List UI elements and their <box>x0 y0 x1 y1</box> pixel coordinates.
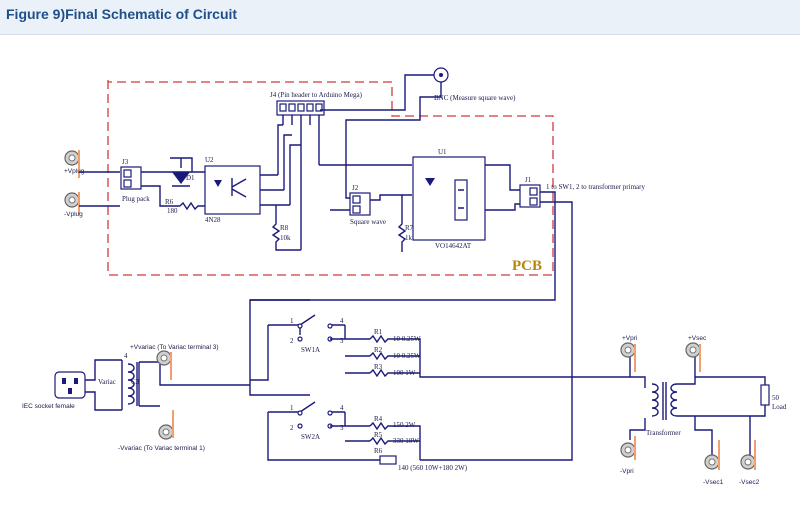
vsec1-pad <box>704 440 720 470</box>
r6b-resistor <box>379 455 397 465</box>
j1-note: 1 to SW1, 2 to transformer primary <box>546 183 645 191</box>
load-resistor <box>760 384 770 406</box>
variac-transformer <box>121 360 140 410</box>
d1-diode <box>172 172 190 184</box>
r2-value: 10 0.25W <box>393 352 421 360</box>
u1-label: U1 <box>438 148 447 156</box>
iec-socket <box>54 371 86 399</box>
r8-value: 10k <box>280 234 291 242</box>
u2-label: U2 <box>205 156 214 164</box>
transformer-label: Transformer <box>646 429 681 437</box>
pcb-label: PCB <box>512 258 542 274</box>
vplug-pos-pad <box>64 150 80 178</box>
u2-part: 4N28 <box>205 216 221 224</box>
vsec1-label: -Vsec1 <box>703 479 724 486</box>
u1-relay <box>412 156 486 241</box>
figure-header: Figure 9)Final Schematic of Circuit <box>0 0 800 35</box>
r5-value: 330 10W <box>393 437 419 445</box>
bnc-label: BNC (Measure square wave) <box>434 94 516 102</box>
vsec-pos-label: +Vsec <box>688 335 707 342</box>
r6b-value: 140 (560 10W+180 2W) <box>398 464 468 472</box>
figure-title: Figure 9)Final Schematic of Circuit <box>6 6 238 22</box>
vsec2-pad <box>740 440 756 470</box>
j2-label: J2 <box>352 184 359 192</box>
u2-optocoupler <box>204 165 261 215</box>
r3-resistor <box>369 368 420 378</box>
r1-value: 10 0.25W <box>393 335 421 343</box>
sw1a-pin1: 1 <box>290 317 294 325</box>
j3-connector <box>120 166 142 190</box>
vplug-pos-label: +Vplug <box>64 168 85 175</box>
sw2a-pin3: 3 <box>340 424 344 432</box>
vplug-neg-pad <box>64 192 80 214</box>
j2-connector <box>349 192 371 216</box>
sw1a-switch <box>250 299 345 342</box>
sw2a-pin1: 1 <box>290 404 294 412</box>
r1-resistor <box>369 334 421 373</box>
square-wave-label: Square wave <box>350 218 386 226</box>
sw2a-switch <box>268 401 345 429</box>
load-label: Load <box>772 403 787 411</box>
r7-label: R7 <box>405 224 414 232</box>
r2-resistor <box>369 351 420 361</box>
load-value: 50 <box>772 394 780 402</box>
bnc-connector <box>433 67 449 83</box>
r7-value: 1k <box>405 234 413 242</box>
sw1a-pin3: 3 <box>340 337 344 345</box>
vvariac-neg-pad <box>158 410 174 440</box>
vsec-pos-pad <box>685 342 701 372</box>
vpri-pos-pad <box>620 342 636 372</box>
vpri-neg-label: -Vpri <box>620 468 634 475</box>
r3-value: 100 1W <box>393 369 416 377</box>
d1-label: D1 <box>186 174 195 182</box>
c3-label: C3 <box>131 378 140 386</box>
r8-label: R8 <box>280 224 289 232</box>
variac-label: Variac <box>98 378 116 386</box>
r2-label: R2 <box>374 346 383 354</box>
r7-resistor <box>397 195 407 252</box>
r6-label: R6 <box>165 198 174 206</box>
vplug-neg-label: -Vplug <box>64 211 83 218</box>
j4-pin-header <box>276 100 325 116</box>
j4-label: J4 (Pin header to Arduino Mega) <box>270 91 363 99</box>
vpri-neg-pad <box>620 436 636 460</box>
r6-value: 180 <box>167 207 178 215</box>
r1-label: R1 <box>374 328 383 336</box>
r4-label: R4 <box>374 415 383 423</box>
vvariac-neg-label: -Vvariac (To Variac terminal 1) <box>118 445 205 452</box>
sw1a-pin4: 4 <box>340 317 344 325</box>
j1-connector <box>519 184 541 208</box>
sw2a-pin4: 4 <box>340 404 344 412</box>
j1-label: J1 <box>525 176 532 184</box>
r3-label: R3 <box>374 363 383 371</box>
sw2a-pin2: 2 <box>290 424 294 432</box>
vvariac-pos-pad <box>156 350 172 380</box>
vvariac-pos-label: +Vvariac (To Variac terminal 3) <box>130 344 219 351</box>
u1-part: VO14642AT <box>435 242 472 250</box>
r8-resistor <box>271 220 301 251</box>
variac-pin4: 4 <box>124 352 128 360</box>
sw1a-label: SW1A <box>301 346 320 354</box>
j3-label: J3 <box>122 158 129 166</box>
r5-resistor <box>369 436 420 446</box>
plug-pack-label: Plug pack <box>122 195 150 203</box>
pcb-boundary <box>107 80 554 276</box>
sw2a-label: SW2A <box>301 433 320 441</box>
r6-resistor <box>179 201 204 211</box>
r6b-label: R6 <box>374 447 383 455</box>
vsec2-label: -Vsec2 <box>739 479 760 486</box>
r4-value: 150 2W <box>393 421 416 429</box>
r5-label: R5 <box>374 431 383 439</box>
sw1a-pin2: 2 <box>290 337 294 345</box>
r4-resistor <box>369 421 421 460</box>
vpri-pos-label: +Vpri <box>622 335 637 342</box>
output-transformer <box>651 382 678 420</box>
iec-label: IEC socket female <box>22 403 75 410</box>
